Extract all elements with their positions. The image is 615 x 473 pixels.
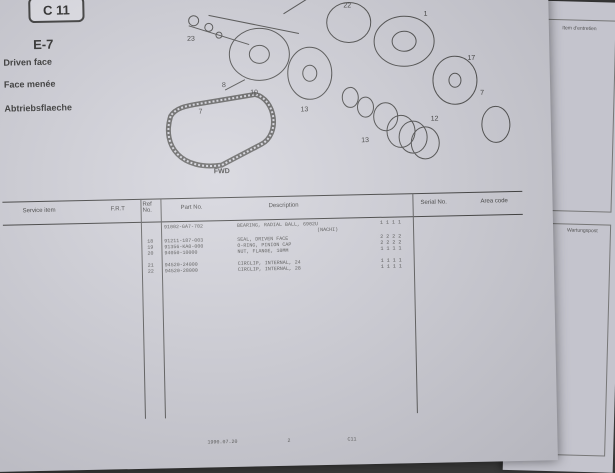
clutch-shoe-left (326, 1, 372, 43)
page-badge: C 11 (28, 0, 85, 24)
svg-text:12: 12 (431, 116, 439, 123)
svg-text:10: 10 (250, 89, 258, 96)
svg-text:17: 17 (467, 55, 475, 62)
clutch-drum (432, 55, 478, 105)
compression-spring (386, 114, 416, 148)
svg-text:13: 13 (361, 137, 369, 144)
col-ref-no: Ref No. (142, 201, 153, 214)
col-frt: F.R.T (110, 206, 125, 213)
svg-text:1: 1 (423, 11, 427, 18)
col-description: Description (268, 202, 299, 210)
divider (412, 193, 418, 414)
svg-text:22: 22 (343, 2, 351, 9)
section-code: E-7 (32, 36, 54, 53)
footer-page: C11 (347, 436, 357, 443)
fwd-label: FWD (214, 168, 230, 175)
svg-text:7: 7 (480, 90, 484, 97)
clutch-plate (287, 46, 333, 100)
spring-collar (373, 102, 399, 132)
col-serial-no: Serial No. (420, 199, 447, 206)
right-page-warn-label: Wartungspost (566, 227, 598, 235)
right-page-item-label: Item d'entretien (562, 25, 597, 33)
svg-text:23: 23 (187, 36, 195, 43)
svg-text:8: 8 (222, 82, 226, 89)
catalog-page: C 11 E-7 Driven face Face menée Abtriebs… (0, 0, 558, 472)
drive-belt (165, 91, 276, 169)
footer-date: 1990.07.20 (207, 438, 238, 446)
driven-face-pulley (228, 27, 290, 81)
footer-mid: 2 (287, 437, 291, 444)
title-french: Face menée (3, 78, 56, 90)
title-english: Driven face (3, 56, 53, 68)
exploded-parts-diagram: 23 8 10 13 22 1 12 13 17 7 7 FWD (165, 0, 511, 175)
clutch-shoe-right (373, 15, 435, 67)
col-area-code: Area code (480, 198, 508, 205)
col-service-item: Service item (22, 207, 56, 215)
col-part-no: Part No. (180, 204, 203, 212)
parts-table: Service item F.R.T Ref No. Part No. Desc… (2, 190, 527, 442)
svg-text:7: 7 (198, 109, 202, 116)
divider (140, 198, 146, 419)
table-header: Service item F.R.T Ref No. Part No. Desc… (2, 190, 523, 226)
title-german: Abtriebsflaeche (4, 102, 73, 114)
svg-text:13: 13 (300, 106, 308, 113)
